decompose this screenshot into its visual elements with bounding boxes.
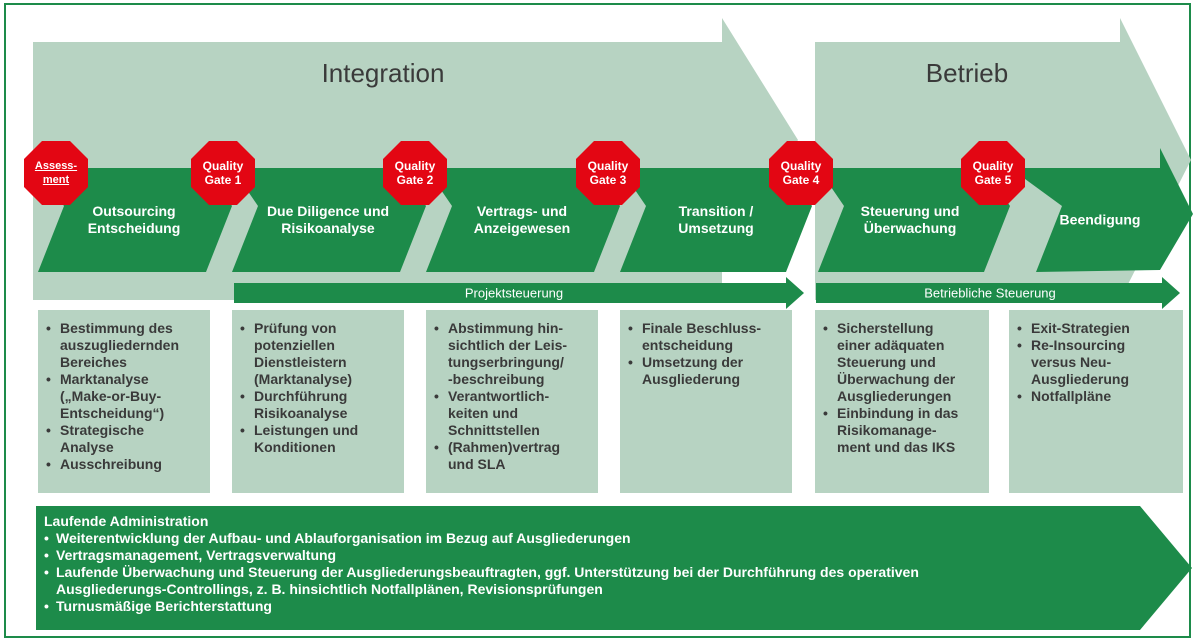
list-item: Leistungen und Konditionen <box>240 422 398 456</box>
quality-gate-4-label: Quality Gate 4 <box>780 159 822 187</box>
list-item: Laufende Überwachung und Steuerung der A… <box>44 564 1094 598</box>
task-box-4: Finale Beschluss- entscheidung Umsetzung… <box>620 310 792 493</box>
list-item: Durchführung Risikoanalyse <box>240 388 398 422</box>
stop-octagon-icon <box>24 141 88 205</box>
quality-gate-4: Quality Gate 4 <box>768 140 834 206</box>
list-item: Notfallpläne <box>1017 388 1177 405</box>
phase-title-betrieb: Betrieb <box>925 58 1009 88</box>
step-shape-2 <box>232 168 426 272</box>
quality-gate-5-label: Quality Gate 5 <box>972 159 1014 187</box>
step-label-steuerung-ueberwachung: Steuerung und Überwachung <box>860 203 960 236</box>
list-item: Abstimmung hin- sichtlich der Leis- tung… <box>434 320 592 388</box>
step-label-vertrags-anzeigewesen: Vertrags- und Anzeigewesen <box>473 203 571 236</box>
laufende-administration: Laufende Administration Weiterentwicklun… <box>44 513 1094 615</box>
list-item: Vertragsmanagement, Vertragsverwaltung <box>44 547 1094 564</box>
quality-gate-2: Quality Gate 2 <box>382 140 448 206</box>
step-shape-4 <box>620 168 812 272</box>
list-item: Verantwortlich- keiten und Schnittstelle… <box>434 388 592 439</box>
list-item: Marktanalyse („Make-or-Buy- Entscheidung… <box>46 371 204 422</box>
list-item: Prüfung von potenziellen Dienstleistern … <box>240 320 398 388</box>
stop-octagon-icon <box>191 141 255 205</box>
stop-octagon-icon <box>383 141 447 205</box>
quality-gate-3: Quality Gate 3 <box>575 140 641 206</box>
list-item: Sicherstellung einer adäquaten Steuerung… <box>823 320 983 405</box>
list-item: Einbindung in das Risikomanage- ment und… <box>823 405 983 456</box>
quality-gate-2-label: Quality Gate 2 <box>394 159 436 187</box>
list-item: Umsetzung der Ausgliederung <box>628 354 786 388</box>
quality-gate-1: Quality Gate 1 <box>190 140 256 206</box>
projektsteuerung-label: Projektsteuerung <box>464 285 564 301</box>
assessment-gate: Assess- ment <box>23 140 89 206</box>
task-box-1: Bestimmung des auszugliedernden Bereiche… <box>38 310 210 493</box>
step-label-beendigung: Beendigung <box>1059 211 1141 228</box>
assessment-gate-label: Assess- ment <box>34 160 78 186</box>
task-box-5: Sicherstellung einer adäquaten Steuerung… <box>815 310 989 493</box>
quality-gate-1-label: Quality Gate 1 <box>202 159 244 187</box>
phase-title-integration: Integration <box>321 58 445 88</box>
task-box-6: Exit-Strategien Re-Insourcing versus Neu… <box>1009 310 1183 493</box>
diagram-frame <box>4 3 1191 638</box>
step-shape-1 <box>38 168 232 272</box>
list-item: Finale Beschluss- entscheidung <box>628 320 786 354</box>
list-item: Re-Insourcing versus Neu- Ausgliederung <box>1017 337 1177 388</box>
step-shape-6 <box>1010 148 1193 272</box>
list-item: Ausschreibung <box>46 456 204 473</box>
list-item: Strategische Analyse <box>46 422 204 456</box>
quality-gate-5: Quality Gate 5 <box>960 140 1026 206</box>
stop-octagon-icon <box>576 141 640 205</box>
step-label-due-diligence: Due Diligence und Risikoanalyse <box>266 203 390 236</box>
list-item: Bestimmung des auszugliedernden Bereiche… <box>46 320 204 371</box>
task-box-2: Prüfung von potenziellen Dienstleistern … <box>232 310 404 493</box>
quality-gate-3-label: Quality Gate 3 <box>587 159 629 187</box>
step-shape-3 <box>426 168 620 272</box>
list-item: (Rahmen)vertrag und SLA <box>434 439 592 473</box>
step-label-outsourcing-entscheidung: Outsourcing Entscheidung <box>87 203 181 236</box>
list-item: Exit-Strategien <box>1017 320 1177 337</box>
step-label-transition-umsetzung: Transition / Umsetzung <box>678 203 754 236</box>
list-item: Turnusmäßige Berichterstattung <box>44 598 1094 615</box>
admin-title: Laufende Administration <box>44 513 209 529</box>
step-shape-5 <box>818 168 1010 272</box>
stop-octagon-icon <box>961 141 1025 205</box>
projektsteuerung-arrow <box>234 277 804 309</box>
betriebliche-steuerung-arrow <box>816 277 1180 309</box>
stop-octagon-icon <box>769 141 833 205</box>
betriebliche-steuerung-label: Betriebliche Steuerung <box>924 285 1056 301</box>
list-item: Weiterentwicklung der Aufbau- und Ablauf… <box>44 530 1094 547</box>
task-box-3: Abstimmung hin- sichtlich der Leis- tung… <box>426 310 598 493</box>
